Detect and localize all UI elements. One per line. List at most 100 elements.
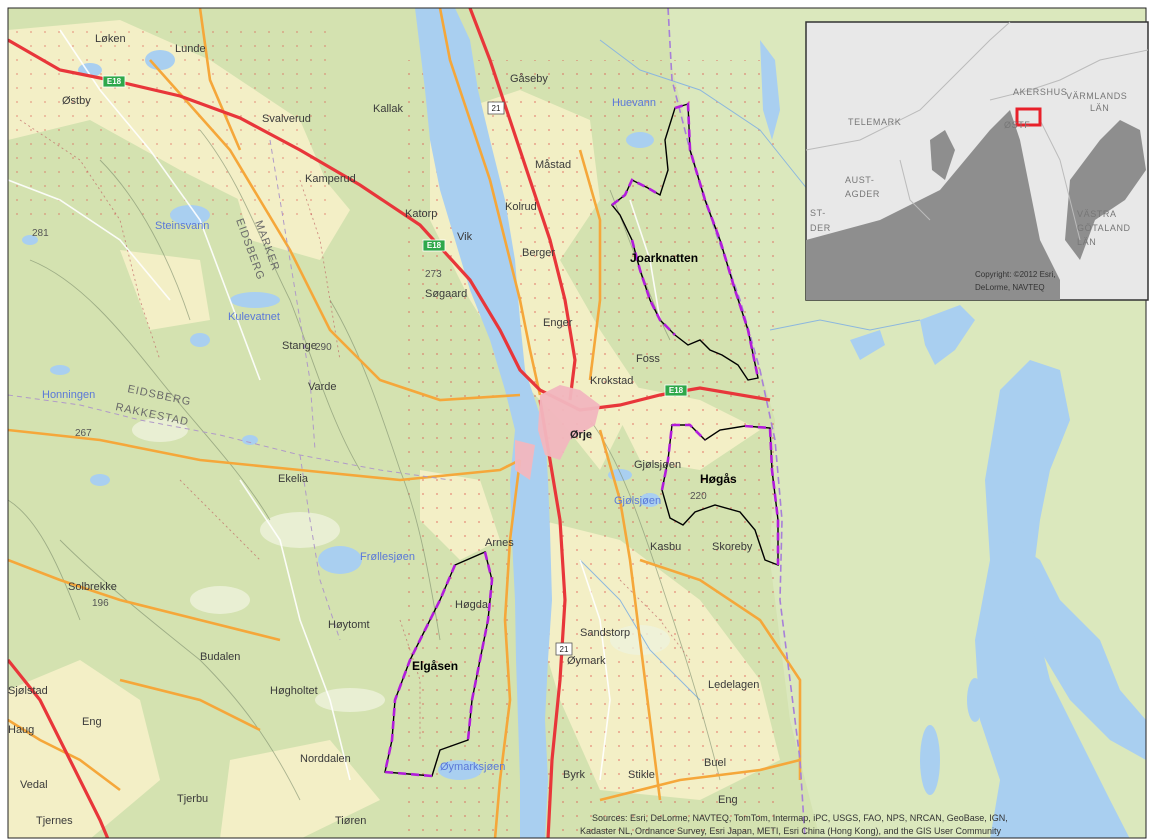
place-label: Høytomt bbox=[328, 619, 370, 631]
place-label: Lunde bbox=[175, 43, 206, 55]
place-label: Stange bbox=[282, 340, 317, 352]
water-label: Steinsvann bbox=[155, 220, 209, 232]
inset-locator-box bbox=[1015, 107, 1042, 127]
study-area-label: Joarknatten bbox=[630, 251, 698, 265]
inset-map: AKERSHUS VÄRMLANDS LÄN TELEMARK ØSTF AUS… bbox=[805, 21, 1149, 301]
place-label: Solbrekke bbox=[68, 581, 117, 593]
place-label: Skoreby bbox=[712, 541, 753, 553]
inset-label: AKERSHUS bbox=[1013, 87, 1067, 97]
place-label: Øymark bbox=[567, 655, 606, 667]
study-area-hogas[interactable] bbox=[660, 423, 780, 567]
place-label: Tjernes bbox=[36, 815, 73, 827]
town-orje bbox=[515, 385, 600, 480]
place-label: Krokstad bbox=[590, 375, 633, 387]
water-label: Gjølsjøen bbox=[614, 495, 661, 507]
place-label: Svalverud bbox=[262, 113, 311, 125]
main-roads bbox=[8, 8, 802, 838]
inset-label: LÄN bbox=[1077, 237, 1096, 247]
hill-label: 196 bbox=[92, 598, 109, 609]
place-label: Foss bbox=[636, 353, 660, 365]
study-area-elgasen[interactable] bbox=[383, 551, 494, 778]
inset-label: DER bbox=[810, 223, 831, 233]
place-label: Løken bbox=[95, 33, 126, 45]
place-label: Byrk bbox=[563, 769, 586, 781]
place-label: Katorp bbox=[405, 208, 437, 220]
road-shield-e18: E18 bbox=[102, 75, 126, 88]
road-shield-21: 21 bbox=[487, 101, 505, 115]
water-label: Honningen bbox=[42, 389, 95, 401]
inset-label: VÄSTRA bbox=[1077, 209, 1117, 219]
place-label: Kallak bbox=[373, 103, 403, 115]
water-label: Huevann bbox=[612, 97, 656, 109]
study-area-joarknatten[interactable] bbox=[611, 102, 760, 381]
place-label: Varde bbox=[308, 381, 337, 393]
clearings bbox=[132, 418, 670, 712]
road-shield-label: 21 bbox=[560, 645, 569, 654]
road-shield-label: E18 bbox=[107, 77, 122, 86]
inset-lake bbox=[1065, 120, 1146, 260]
inset-label: AGDER bbox=[845, 189, 880, 199]
inset-boundaries bbox=[805, 21, 1149, 241]
place-label: Vik bbox=[457, 231, 473, 243]
inset-copyright: DeLorme, NAVTEQ bbox=[975, 283, 1045, 292]
road-shield-label: 21 bbox=[492, 104, 501, 113]
inset-label: ST- bbox=[810, 208, 826, 218]
road-shield-label: E18 bbox=[427, 241, 442, 250]
inset-label: VÄRMLANDS bbox=[1066, 91, 1127, 101]
attribution-line: Sources: Esri, DeLorme, NAVTEQ, TomTom, … bbox=[592, 813, 1008, 823]
place-label: Ekelia bbox=[278, 473, 309, 485]
place-label: Berger bbox=[522, 247, 555, 259]
hill-label: 273 bbox=[425, 269, 442, 280]
attribution-line: Kadaster NL, Ordnance Survey, Esri Japan… bbox=[580, 826, 1002, 836]
place-label: Gjølsjøen bbox=[634, 459, 681, 471]
road-shield-e18: E18 bbox=[422, 239, 446, 252]
water-label: Kulevatnet bbox=[228, 311, 280, 323]
water-label: Frøllesjøen bbox=[360, 551, 415, 563]
study-area-label: Elgåsen bbox=[412, 659, 458, 673]
attribution: Sources: Esri, DeLorme, NAVTEQ, TomTom, … bbox=[580, 813, 1008, 836]
place-label: Sjølstad bbox=[8, 685, 48, 697]
place-label: Haug bbox=[8, 724, 34, 736]
road-shield-e18: E18 bbox=[664, 384, 688, 397]
place-label: Budalen bbox=[200, 651, 240, 663]
place-label: Kasbu bbox=[650, 541, 681, 553]
inset-label: TELEMARK bbox=[848, 117, 901, 127]
hill-label: 290 bbox=[315, 342, 332, 353]
inset-label: ØSTF bbox=[1004, 120, 1030, 130]
water-label: Øymarksjøen bbox=[440, 761, 505, 773]
place-label: Kamperud bbox=[305, 173, 356, 185]
place-label: Ledelagen bbox=[708, 679, 759, 691]
place-labels: Løken Lunde Gåseby Huevann Østby Svalver… bbox=[8, 33, 759, 827]
inset-label: GÖTALAND bbox=[1077, 223, 1131, 233]
national-border bbox=[667, 8, 806, 838]
place-label: Tjerbu bbox=[177, 793, 208, 805]
study-area-label: Høgås bbox=[700, 472, 737, 486]
hill-label: 267 bbox=[75, 428, 92, 439]
farm-dots-west bbox=[8, 20, 338, 220]
tracks bbox=[19, 119, 691, 740]
inset-copyright: Copyright: ©2012 Esri, bbox=[975, 270, 1056, 279]
place-label: Eng bbox=[718, 794, 738, 806]
place-label: Enger bbox=[543, 317, 573, 329]
map-border bbox=[7, 7, 1147, 839]
place-label: Sandstorp bbox=[580, 627, 630, 639]
inset-label: AUST- bbox=[845, 175, 875, 185]
inset-lake bbox=[930, 130, 955, 180]
place-label: Tiøren bbox=[335, 815, 366, 827]
inset-sea bbox=[806, 110, 1060, 300]
inset-label: LÄN bbox=[1090, 103, 1109, 113]
place-label: Østby bbox=[62, 95, 91, 107]
place-label: Søgaard bbox=[425, 288, 467, 300]
main-lake bbox=[415, 8, 552, 838]
place-label: Eng bbox=[82, 716, 102, 728]
place-label: Måstad bbox=[535, 159, 571, 171]
place-label: Stikle bbox=[628, 769, 655, 781]
place-label: Høgholtet bbox=[270, 685, 318, 697]
hill-label: 281 bbox=[32, 228, 49, 239]
municipal-boundaries bbox=[8, 139, 451, 641]
place-label: Norddalen bbox=[300, 753, 351, 765]
road-shield-label: E18 bbox=[669, 386, 684, 395]
swedish-lakes bbox=[760, 40, 1146, 838]
place-label: Kolrud bbox=[505, 201, 537, 213]
